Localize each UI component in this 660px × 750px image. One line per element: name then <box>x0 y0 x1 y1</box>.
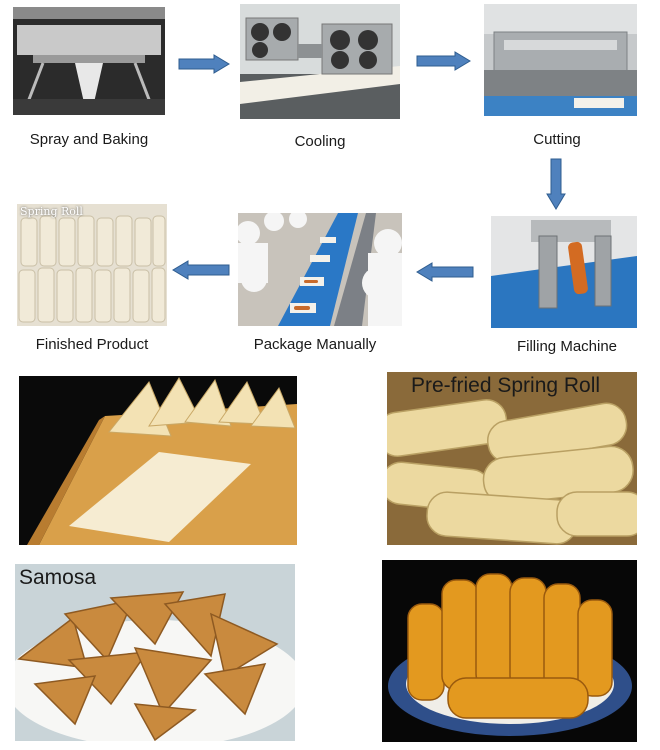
fried-spring-rolls-photo <box>382 560 637 742</box>
arrow-down <box>546 158 566 210</box>
samosa-photo: Samosa <box>15 564 295 741</box>
finished-product-photo: Spring Roll <box>17 204 167 326</box>
caption-package-manually: Package Manually <box>253 336 377 353</box>
samosa-overlay: Samosa <box>19 566 97 589</box>
filling-machine-photo <box>491 216 637 328</box>
arrow-left-2 <box>172 260 230 280</box>
spring-roll-overlay: Spring Roll <box>20 205 83 218</box>
cooling-photo <box>240 4 400 119</box>
cutting-photo <box>484 4 637 116</box>
caption-cooling: Cooling <box>294 133 346 150</box>
package-manually-photo <box>238 213 402 326</box>
caption-filling-machine: Filling Machine <box>516 338 618 355</box>
caption-cutting: Cutting <box>533 131 581 148</box>
caption-spray-baking: Spray and Baking <box>29 131 149 148</box>
arrow-right-1 <box>178 54 230 74</box>
prefried-overlay: Pre-fried Spring Roll <box>411 374 601 397</box>
prefried-spring-roll-photo: Pre-fried Spring Roll <box>387 372 637 545</box>
arrow-right-2 <box>416 51 471 71</box>
spray-baking-photo <box>13 7 165 115</box>
caption-finished-product: Finished Product <box>35 336 149 353</box>
wrappers-photo <box>19 376 297 545</box>
arrow-left-1 <box>416 262 474 282</box>
